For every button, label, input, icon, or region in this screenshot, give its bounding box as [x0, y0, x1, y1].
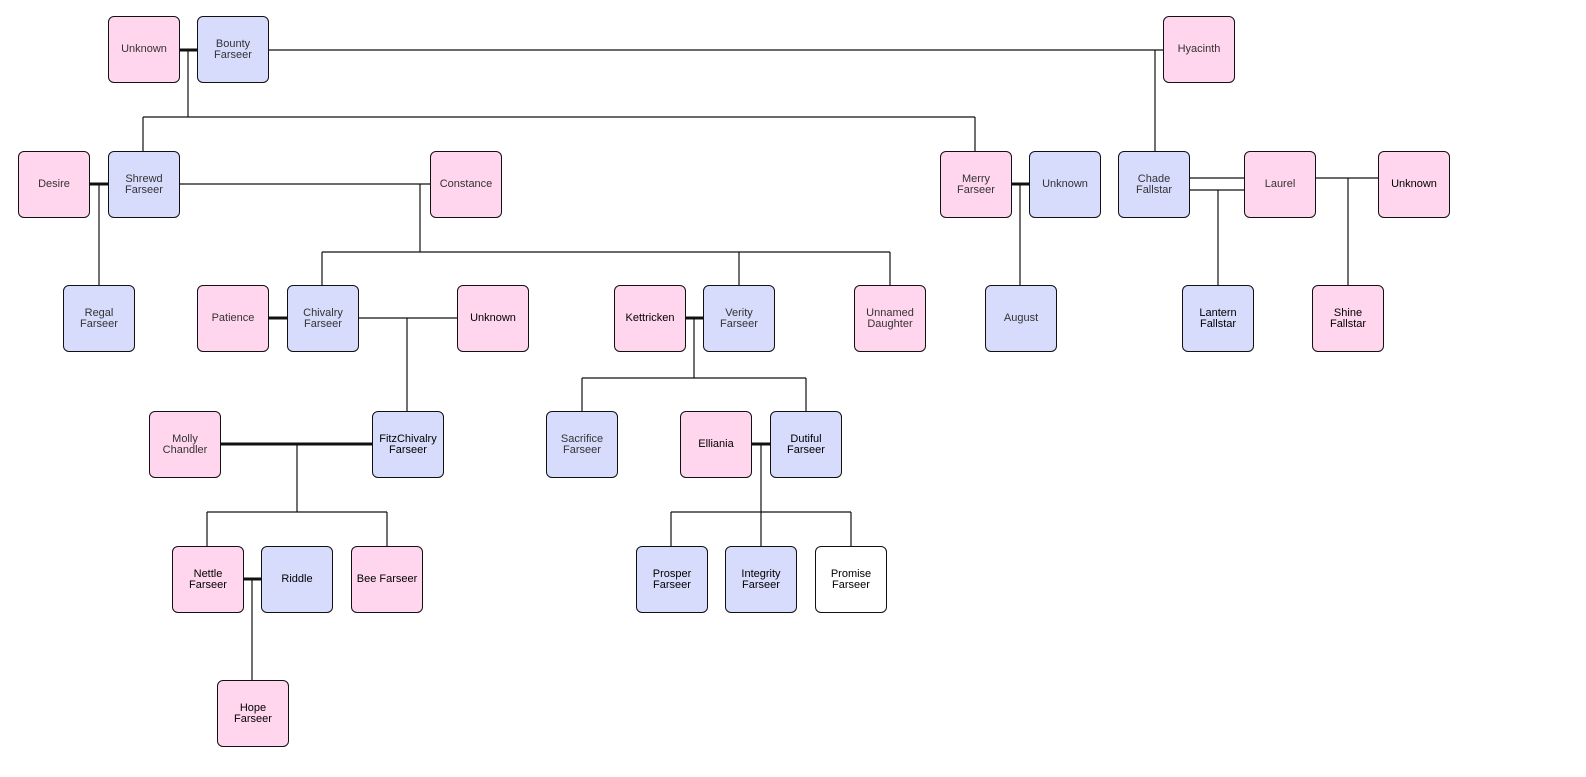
person-unknown-spouse-of-bounty[interactable]: Unknown	[108, 16, 180, 83]
person-constance[interactable]: Constance	[430, 151, 502, 218]
person-unknown-spouse-of-laurel[interactable]: Unknown	[1378, 151, 1450, 218]
person-integrity-farseer[interactable]: Integrity Farseer	[725, 546, 797, 613]
person-regal-farseer[interactable]: Regal Farseer	[63, 285, 135, 352]
person-kettricken[interactable]: Kettricken	[614, 285, 686, 352]
person-riddle[interactable]: Riddle	[261, 546, 333, 613]
person-desire[interactable]: Desire	[18, 151, 90, 218]
person-molly-chandler[interactable]: Molly Chandler	[149, 411, 221, 478]
person-patience[interactable]: Patience	[197, 285, 269, 352]
person-elliania[interactable]: Elliania	[680, 411, 752, 478]
person-promise-farseer[interactable]: Promise Farseer	[815, 546, 887, 613]
person-fitzchivalry-farseer[interactable]: FitzChivalry Farseer	[372, 411, 444, 478]
person-hyacinth[interactable]: Hyacinth	[1163, 16, 1235, 83]
person-dutiful-farseer[interactable]: Dutiful Farseer	[770, 411, 842, 478]
person-bee-farseer[interactable]: Bee Farseer	[351, 546, 423, 613]
person-hope-farseer[interactable]: Hope Farseer	[217, 680, 289, 747]
person-laurel[interactable]: Laurel	[1244, 151, 1316, 218]
person-shrewd-farseer[interactable]: Shrewd Farseer	[108, 151, 180, 218]
person-prosper-farseer[interactable]: Prosper Farseer	[636, 546, 708, 613]
person-august[interactable]: August	[985, 285, 1057, 352]
person-verity-farseer[interactable]: Verity Farseer	[703, 285, 775, 352]
person-unknown-spouse-of-merry[interactable]: Unknown	[1029, 151, 1101, 218]
person-shine-fallstar[interactable]: Shine Fallstar	[1312, 285, 1384, 352]
person-chade-fallstar[interactable]: Chade Fallstar	[1118, 151, 1190, 218]
person-merry-farseer[interactable]: Merry Farseer	[940, 151, 1012, 218]
person-chivalry-farseer[interactable]: Chivalry Farseer	[287, 285, 359, 352]
person-nettle-farseer[interactable]: Nettle Farseer	[172, 546, 244, 613]
person-unnamed-daughter[interactable]: Unnamed Daughter	[854, 285, 926, 352]
person-sacrifice-farseer[interactable]: Sacrifice Farseer	[546, 411, 618, 478]
person-unknown-mother-of-fitz[interactable]: Unknown	[457, 285, 529, 352]
person-bounty-farseer[interactable]: Bounty Farseer	[197, 16, 269, 83]
person-lantern-fallstar[interactable]: Lantern Fallstar	[1182, 285, 1254, 352]
